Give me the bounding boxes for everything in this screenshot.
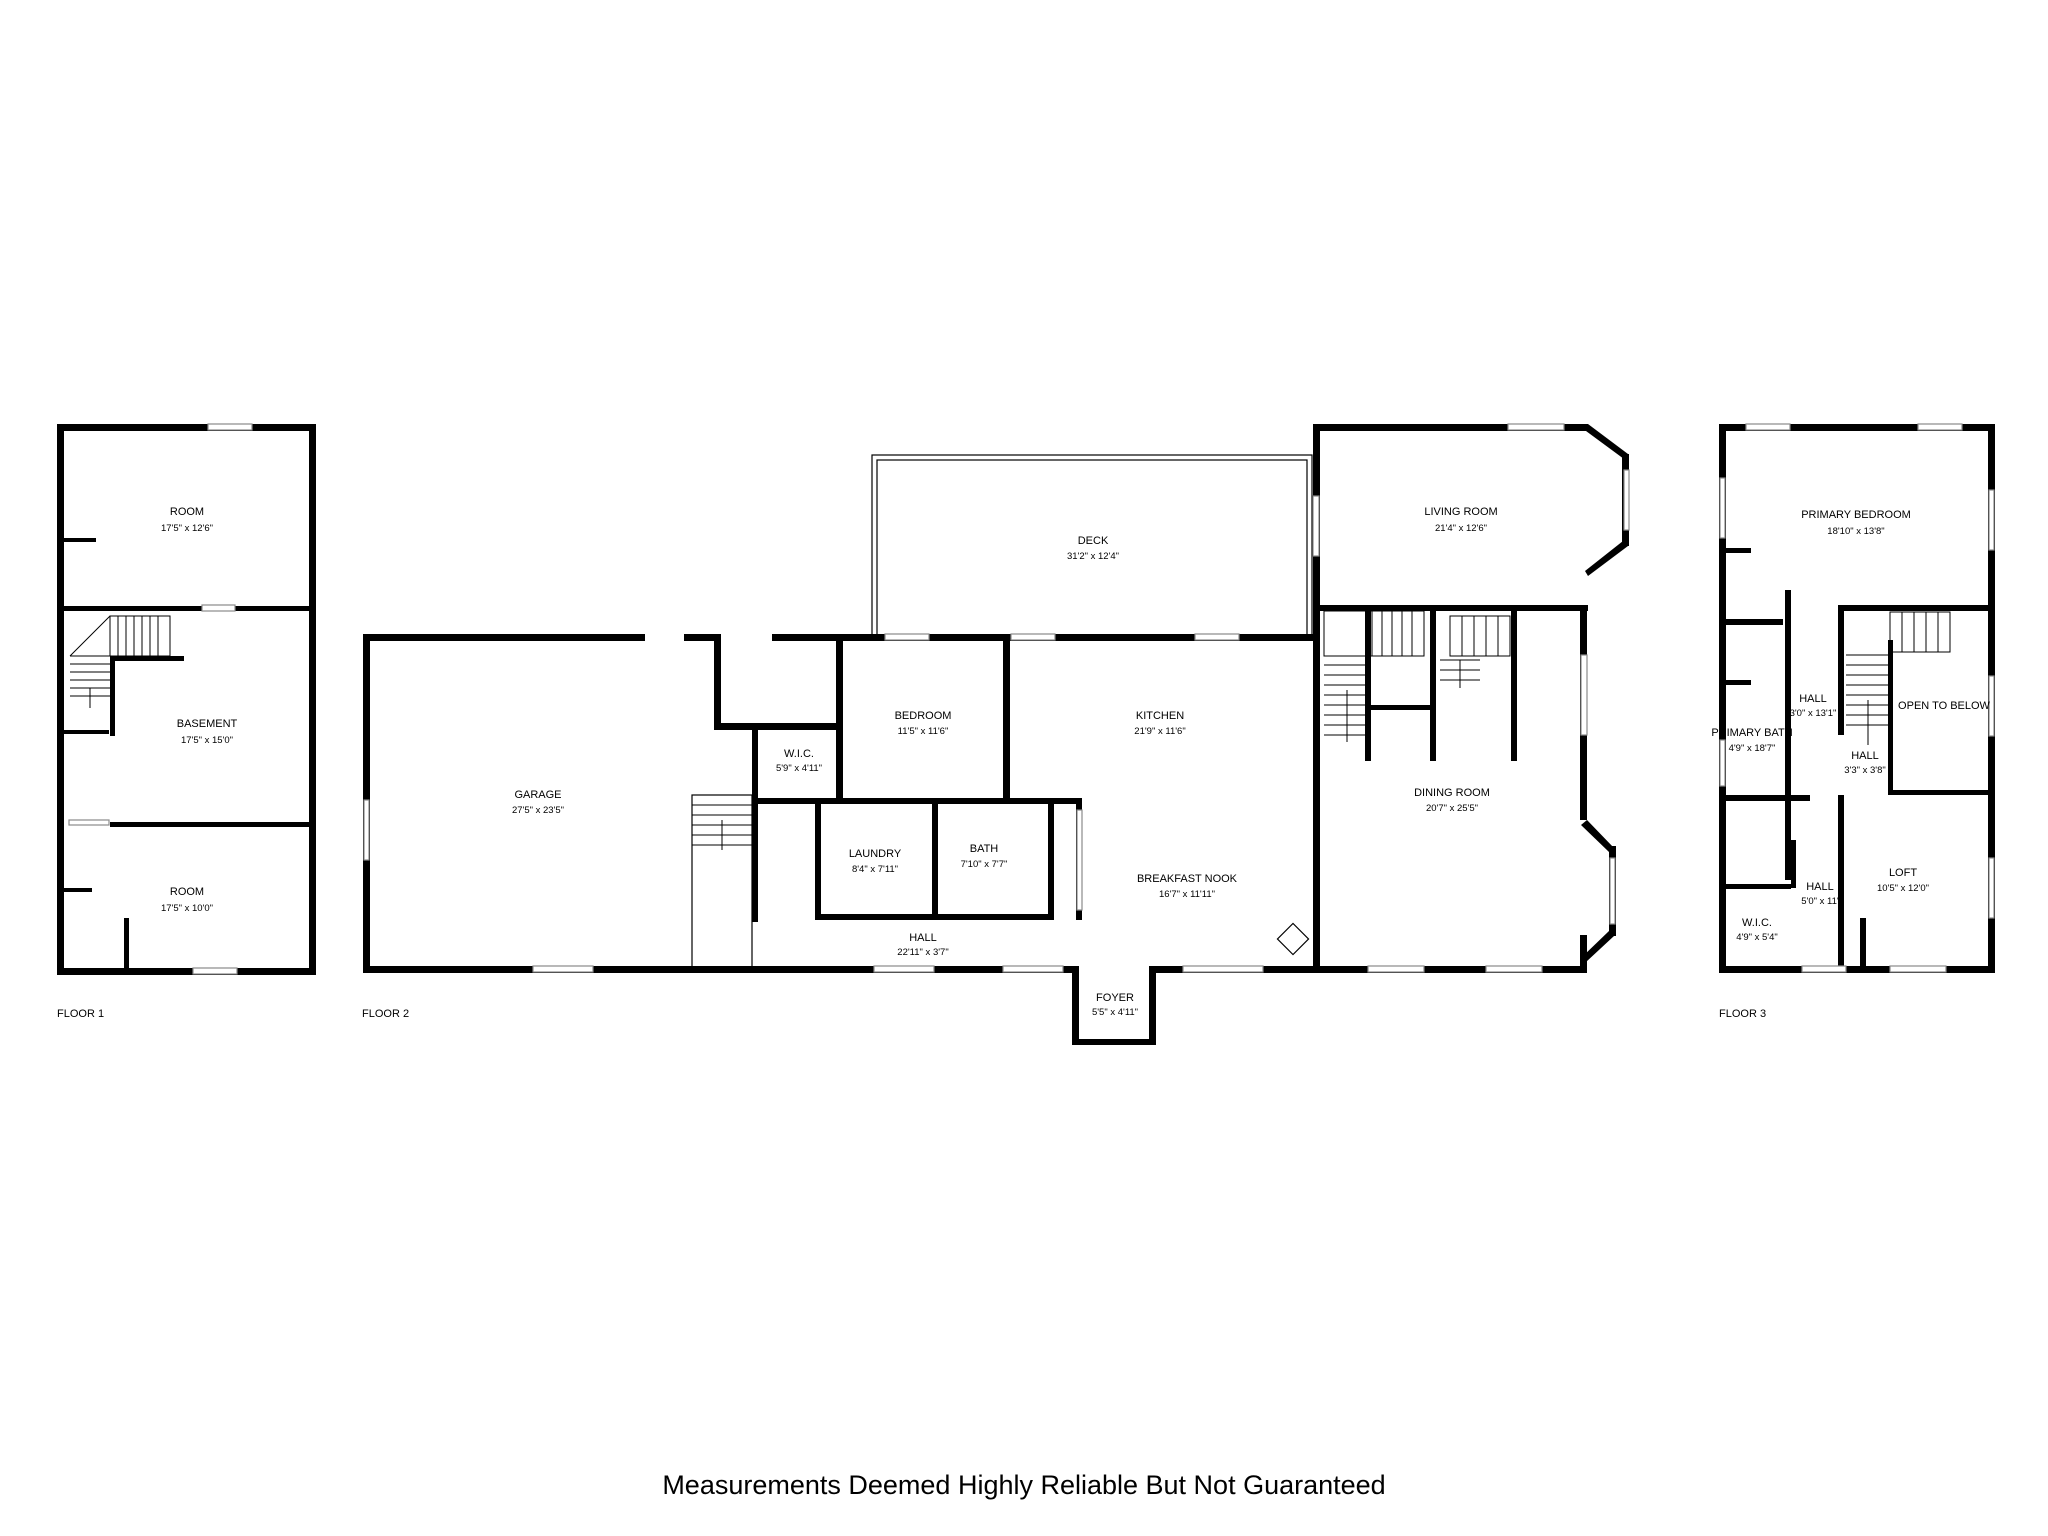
room-name: LIVING ROOM — [1424, 506, 1497, 518]
room-dimensions: 17'5" x 15'0" — [181, 735, 233, 746]
room-name: BATH — [970, 843, 999, 855]
floor-3-stairs — [1846, 611, 1951, 745]
room-name: PRIMARY BATH — [1711, 727, 1792, 739]
room-dimensions: 8'4" x 7'11" — [852, 864, 898, 875]
floor-2-stairs-hall — [691, 794, 753, 850]
floor-2-label: FLOOR 2 — [362, 1008, 409, 1020]
room-name: BREAKFAST NOOK — [1137, 873, 1238, 885]
floor-3-label: FLOOR 3 — [1719, 1008, 1766, 1020]
floor-2-plan — [363, 423, 1630, 1045]
room-name: GARAGE — [514, 789, 561, 801]
room-name: DINING ROOM — [1414, 787, 1490, 799]
room-dimensions: 22'11" x 3'7" — [897, 947, 948, 958]
room-name: ROOM — [170, 886, 204, 898]
room-dimensions: 3'0" x 13'1" — [1790, 708, 1837, 719]
room-name: HALL — [1851, 750, 1879, 762]
floor-1-plan — [57, 423, 316, 975]
room-dimensions: 4'9" x 5'4" — [1736, 932, 1778, 943]
room-name: HALL — [909, 932, 937, 944]
room-dimensions: 16'7" x 11'11" — [1159, 889, 1215, 900]
floor-1-stairs — [69, 615, 171, 708]
room-name: PRIMARY BEDROOM — [1801, 509, 1911, 521]
room-dimensions: 10'5" x 12'0" — [1877, 883, 1929, 894]
room-dimensions: 18'10" x 13'8" — [1827, 526, 1884, 537]
room-dimensions: 5'5" x 4'11" — [1092, 1007, 1138, 1018]
room-dimensions: 20'7" x 25'5" — [1426, 803, 1478, 814]
room-dimensions: 27'5" x 23'5" — [512, 805, 564, 816]
room-dimensions: 5'0" x 11' — [1801, 896, 1839, 907]
disclaimer-text: Measurements Deemed Highly Reliable But … — [662, 1470, 1386, 1500]
range-symbol — [1276, 922, 1310, 956]
room-dimensions: 17'5" x 10'0" — [161, 903, 213, 914]
room-dimensions: 11'5" x 11'6" — [898, 726, 949, 737]
room-dimensions: 4'9" x 18'7" — [1729, 743, 1776, 754]
room-name: KITCHEN — [1136, 710, 1184, 722]
room-dimensions: 17'5" x 12'6" — [161, 523, 213, 534]
room-dimensions: 21'4" x 12'6" — [1435, 523, 1487, 534]
floor-2-stairs-dining — [1323, 610, 1511, 742]
room-name: BASEMENT — [177, 718, 238, 730]
floor-3-plan — [1719, 423, 1995, 973]
room-dimensions: 21'9" x 11'6" — [1134, 726, 1185, 737]
room-dimensions: 7'10" x 7'7" — [961, 859, 1008, 870]
room-name: DECK — [1078, 535, 1109, 547]
room-name: HALL — [1806, 881, 1834, 893]
room-name: W.I.C. — [784, 748, 814, 760]
room-name: HALL — [1799, 693, 1827, 705]
room-name: BEDROOM — [895, 710, 952, 722]
room-dimensions: 5'9" x 4'11" — [776, 763, 822, 774]
room-name: LAUNDRY — [849, 848, 902, 860]
room-name: LOFT — [1889, 867, 1917, 879]
room-name: ROOM — [170, 506, 204, 518]
floor-1-label: FLOOR 1 — [57, 1008, 104, 1020]
room-name: OPEN TO BELOW — [1898, 700, 1991, 712]
room-name: W.I.C. — [1742, 917, 1772, 929]
room-dimensions: 31'2" x 12'4" — [1067, 551, 1119, 562]
room-name: FOYER — [1096, 992, 1134, 1004]
room-dimensions: 3'3" x 3'8" — [1844, 765, 1886, 776]
